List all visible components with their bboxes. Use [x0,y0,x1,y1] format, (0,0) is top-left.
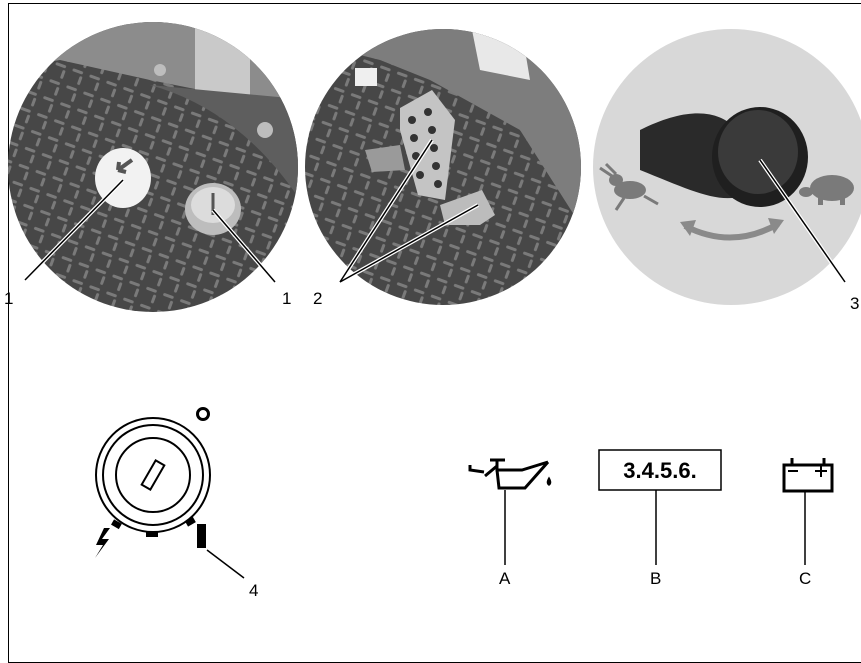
ignition-switch-icon [95,407,211,558]
rabbit-icon [599,162,659,211]
leader-4 [206,549,245,579]
lightning-icon [95,528,110,558]
photo-pedals [305,29,581,305]
callout-a: A [499,569,511,588]
photo-speed-knob [593,29,861,305]
callout-4: 4 [249,581,258,600]
leader-lines [24,139,846,283]
photo-floor-inserts [8,22,298,312]
battery-icon [782,458,834,493]
oil-can-icon [468,458,552,490]
callout-c: C [799,569,811,588]
display-box [598,449,722,491]
turtle-icon [799,175,854,205]
callout-1-right: 1 [282,289,291,308]
callout-b: B [650,569,661,588]
key-position-marker [197,524,206,548]
double-arrow-icon [683,221,780,241]
callout-2: 2 [313,289,322,308]
callout-1-left: 1 [4,289,13,308]
callout-3: 3 [850,294,859,313]
display-text: 3.4.5.6. [623,458,696,483]
